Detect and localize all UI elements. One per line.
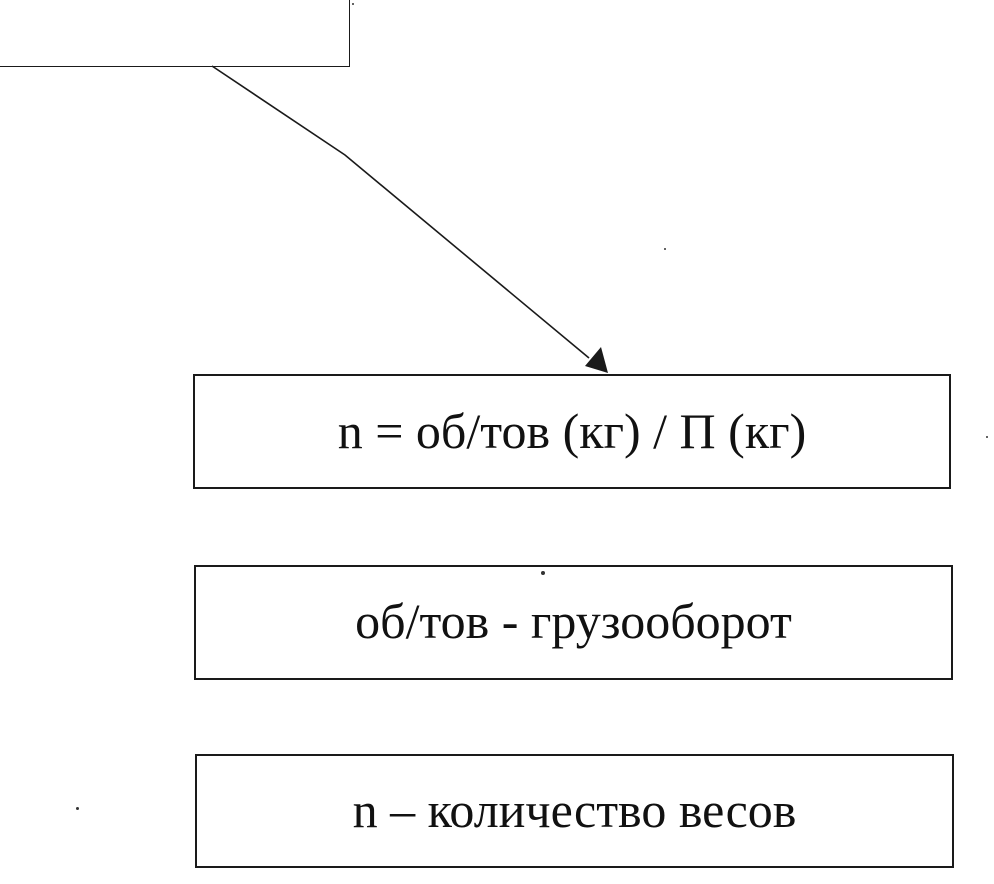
count-definition-label: n – количество весов bbox=[352, 782, 797, 838]
scan-speck bbox=[986, 436, 988, 438]
formula-box: n = об/тов (кг) / П (кг) bbox=[193, 374, 951, 489]
turnover-definition-box: об/тов - грузооборот bbox=[194, 565, 953, 680]
turnover-definition-label: об/тов - грузооборот bbox=[355, 592, 792, 649]
scan-speck bbox=[541, 571, 545, 575]
connector-line bbox=[211, 65, 590, 359]
scan-speck bbox=[352, 3, 354, 5]
formula-label: n = об/тов (кг) / П (кг) bbox=[337, 402, 807, 459]
source-box bbox=[0, 0, 350, 67]
scan-speck bbox=[664, 248, 666, 250]
arrow-head bbox=[585, 347, 608, 373]
count-definition-box: n – количество весов bbox=[195, 754, 954, 868]
scan-speck bbox=[76, 807, 79, 810]
